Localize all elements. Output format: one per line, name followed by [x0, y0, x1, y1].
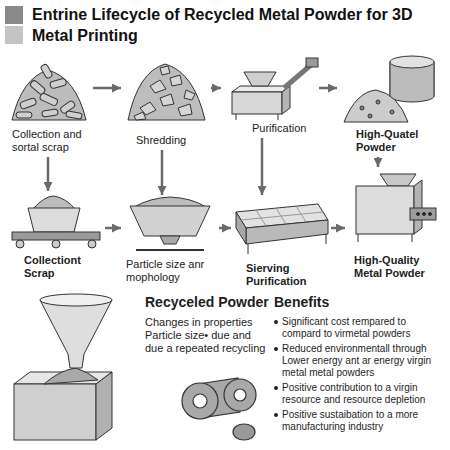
flow-arrow — [211, 87, 221, 90]
bullet-dot — [274, 386, 278, 390]
bullet-dot — [274, 347, 278, 351]
purification-machine — [232, 58, 318, 120]
stage-label: High-Quatel Powder — [356, 128, 436, 154]
bullet-dot — [274, 320, 278, 324]
process-stage: High-Quality Metal Powder — [346, 168, 444, 282]
flow-arrow — [261, 138, 264, 195]
benefit-item: Positive contribution to a virgin resour… — [282, 382, 444, 406]
process-stage: Particle size anr mophology — [122, 196, 218, 286]
flow-arrow — [219, 227, 231, 230]
benefit-item: Positive sustaibation to a more manufact… — [282, 409, 444, 433]
funnel-illustration — [14, 294, 112, 440]
scrap-pile — [12, 63, 86, 120]
flow-arrow — [93, 87, 121, 90]
process-stage: Collectiont Scrap — [8, 192, 104, 282]
process-stage: Shredding — [122, 56, 210, 149]
stage-label: Purification — [252, 122, 316, 135]
printed-part — [182, 378, 256, 440]
benefit-item: Significant cost rempared to compard to … — [282, 316, 444, 340]
stage-label: Collectiont Scrap — [24, 254, 100, 280]
process-stage: Purification — [222, 56, 318, 137]
benefit-item: Reduced environmentall through Lower ene… — [282, 343, 444, 379]
section-text: Changes in properties Particle size• due… — [145, 316, 269, 355]
flow-arrow — [319, 87, 337, 90]
powder-drum — [344, 56, 434, 122]
diagram-title: Entrine Lifecycle of Recycled Metal Powd… — [32, 4, 444, 46]
flow-arrow — [47, 157, 50, 191]
flow-arrow — [331, 227, 345, 230]
shredded-pile — [128, 64, 205, 120]
flow-arrow — [377, 157, 380, 167]
bullet-dot — [274, 413, 278, 417]
stage-label: High-Quality Metal Powder — [354, 254, 442, 280]
section-heading: Recyceled Powder — [145, 294, 269, 311]
stage-label: Particle size anr mophology — [126, 258, 218, 284]
process-stage: High-Quatel Powder — [338, 56, 444, 156]
flow-arrow — [105, 227, 121, 230]
stage-label: Shredding — [136, 134, 208, 147]
stage-label: Sierving Purification — [246, 262, 328, 288]
process-stage: Collection and sortal scrap — [8, 56, 92, 156]
powder-machine — [356, 174, 436, 242]
process-stage: Sierving Purification — [232, 196, 330, 290]
stage-label: Collection and sortal scrap — [12, 128, 92, 154]
section-heading: Benefits — [274, 294, 424, 311]
collection-bin — [12, 196, 100, 248]
title-bars — [5, 6, 23, 44]
sizing-hopper — [130, 197, 210, 250]
flow-arrow — [161, 150, 164, 195]
sieving-tray — [236, 204, 328, 254]
